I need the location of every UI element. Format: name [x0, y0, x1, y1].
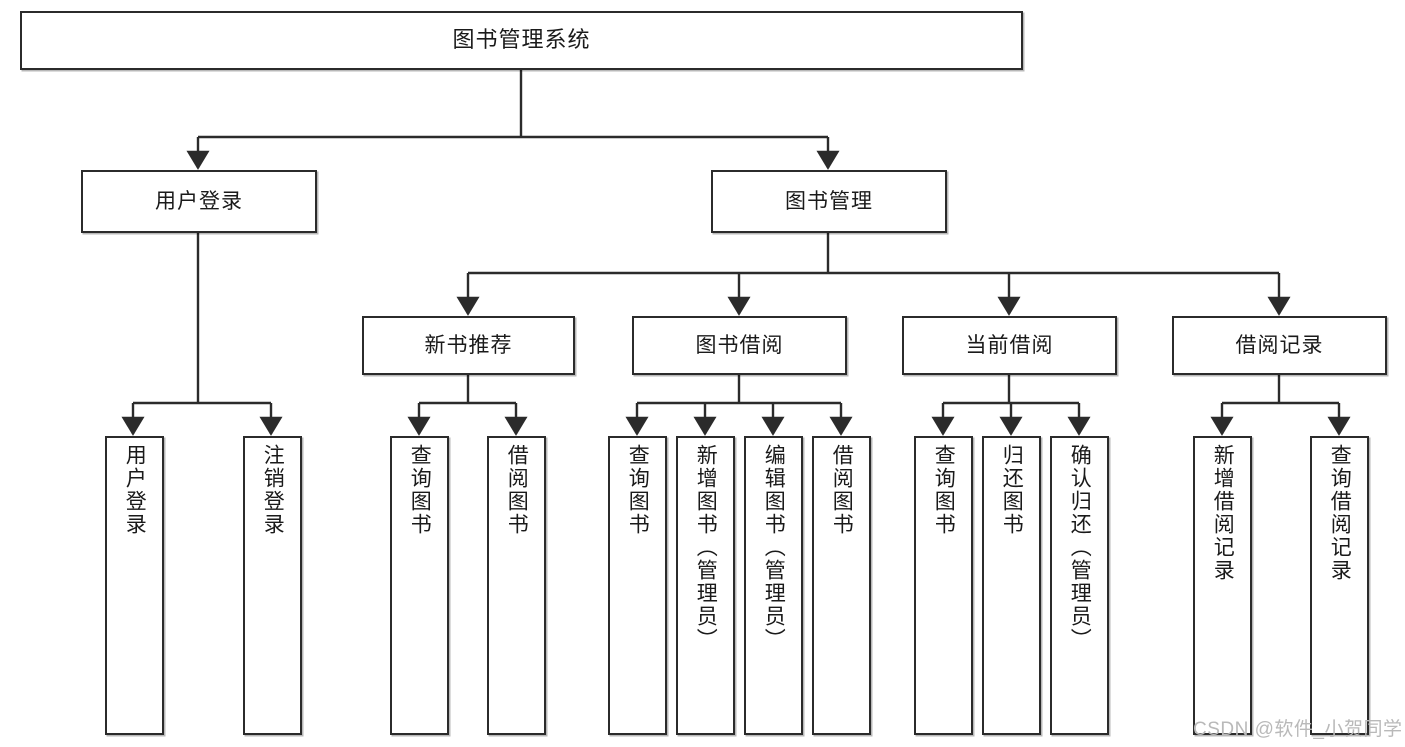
node-label: 借阅记录 — [1235, 333, 1324, 357]
node-label: 归还图书 — [1000, 444, 1024, 536]
node-new-book-recommend[interactable]: 新书推荐 — [362, 316, 575, 375]
node-label: 注销登录 — [261, 444, 285, 536]
leaf-borrow-book-2[interactable]: 借阅图书 — [812, 436, 871, 735]
node-user-login[interactable]: 用户登录 — [81, 170, 317, 233]
node-book-borrow[interactable]: 图书借阅 — [632, 316, 847, 375]
leaf-user-login[interactable]: 用户登录 — [105, 436, 164, 735]
leaf-edit-book[interactable]: 编辑图书（管理员） — [744, 436, 803, 735]
node-label: 查询图书 — [408, 444, 432, 536]
node-label: 编辑图书（管理员） — [762, 444, 786, 651]
leaf-return-book[interactable]: 归还图书 — [982, 436, 1041, 735]
leaf-add-record[interactable]: 新增借阅记录 — [1193, 436, 1252, 735]
watermark: CSDN @软件_小贺同学 — [1193, 719, 1403, 740]
leaf-logout[interactable]: 注销登录 — [243, 436, 302, 735]
leaf-borrow-book-1[interactable]: 借阅图书 — [487, 436, 546, 735]
leaf-query-book-1[interactable]: 查询图书 — [390, 436, 449, 735]
node-label: 查询图书 — [932, 444, 956, 536]
leaf-query-book-3[interactable]: 查询图书 — [914, 436, 973, 735]
leaf-add-book[interactable]: 新增图书（管理员） — [676, 436, 735, 735]
node-label: 当前借阅 — [965, 333, 1054, 357]
node-label: 借阅图书 — [830, 444, 854, 536]
node-current-borrow[interactable]: 当前借阅 — [902, 316, 1117, 375]
leaf-query-record[interactable]: 查询借阅记录 — [1310, 436, 1369, 735]
node-root-book-management-system[interactable]: 图书管理系统 — [20, 11, 1023, 70]
node-label: 新增图书（管理员） — [694, 444, 718, 651]
node-label: 查询图书 — [626, 444, 650, 536]
leaf-confirm-return[interactable]: 确认归还（管理员） — [1050, 436, 1109, 735]
leaf-query-book-2[interactable]: 查询图书 — [608, 436, 667, 735]
node-label: 确认归还（管理员） — [1068, 444, 1092, 651]
node-label: 查询借阅记录 — [1328, 444, 1352, 582]
node-label: 借阅图书 — [505, 444, 529, 536]
node-label: 图书管理 — [785, 189, 873, 213]
node-label: 图书管理系统 — [452, 27, 591, 53]
node-label: 图书借阅 — [695, 333, 784, 357]
node-label: 新书推荐 — [424, 333, 513, 357]
node-label: 用户登录 — [123, 444, 147, 536]
node-borrow-record[interactable]: 借阅记录 — [1172, 316, 1387, 375]
node-book-manage[interactable]: 图书管理 — [711, 170, 947, 233]
node-label: 新增借阅记录 — [1211, 444, 1235, 582]
node-label: 用户登录 — [155, 189, 243, 213]
